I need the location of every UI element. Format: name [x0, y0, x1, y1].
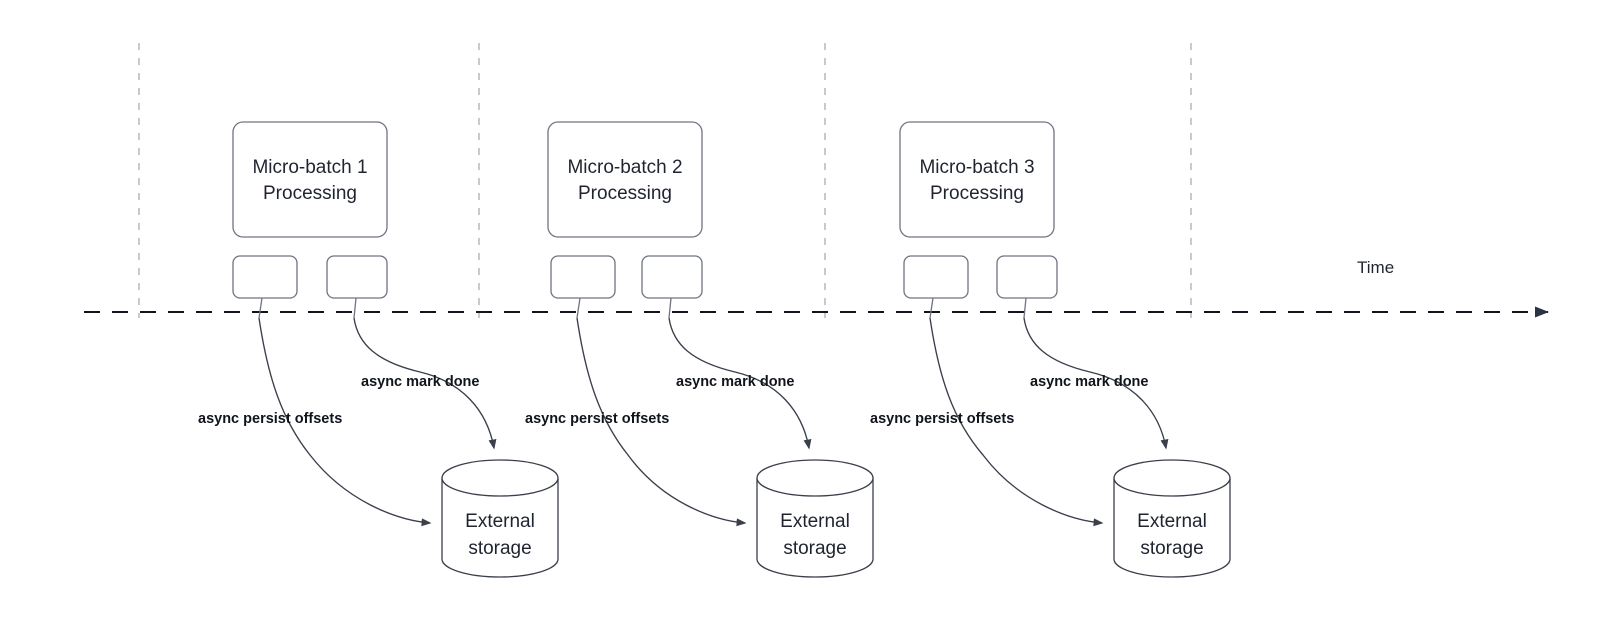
external-storage-3-top: [1113, 459, 1231, 497]
async-mark-done-arrow-2: [668, 317, 812, 450]
task-3b-stem: [1023, 297, 1027, 319]
task-2a-stem: [576, 297, 581, 319]
micro-batch-1-box[interactable]: [232, 121, 388, 238]
micro-batch-group-1: Micro-batch 1 Processing async persist o…: [198, 121, 559, 578]
external-storage-1-label-line2: storage: [468, 538, 531, 559]
micro-batch-1-label-line2: Processing: [263, 183, 357, 204]
async-persist-offsets-label-3: async persist offsets: [870, 411, 1014, 427]
external-storage-1[interactable]: External storage: [441, 459, 559, 578]
micro-batch-2-box[interactable]: [547, 121, 703, 238]
async-mark-done-label-2: async mark done: [676, 374, 794, 390]
boundary-lines: [138, 43, 1192, 318]
async-mark-done-arrow-3: [1023, 317, 1169, 450]
time-axis-label: Time: [1357, 258, 1394, 277]
async-persist-offsets-arrow-2: [576, 317, 747, 527]
task-box-1a[interactable]: [232, 255, 298, 299]
async-mark-done-arrow-1: [353, 317, 497, 450]
micro-batch-3-label-line1: Micro-batch 3: [919, 157, 1034, 178]
micro-batch-1-label-line1: Micro-batch 1: [252, 157, 367, 178]
external-storage-3[interactable]: External storage: [1113, 459, 1231, 578]
external-storage-2[interactable]: External storage: [756, 459, 874, 578]
micro-batch-2-label-line1: Micro-batch 2: [567, 157, 682, 178]
external-storage-3-label-line2: storage: [1140, 538, 1203, 559]
micro-batch-2-label-line2: Processing: [578, 183, 672, 204]
micro-batch-3-label-line2: Processing: [930, 183, 1024, 204]
task-box-1b[interactable]: [326, 255, 388, 299]
async-mark-done-label-1: async mark done: [361, 374, 479, 390]
task-box-3b[interactable]: [996, 255, 1058, 299]
external-storage-2-label-line1: External: [780, 511, 850, 532]
async-persist-offsets-label-2: async persist offsets: [525, 411, 669, 427]
external-storage-1-body: [441, 477, 559, 578]
micro-batch-group-3: Micro-batch 3 Processing async persist o…: [870, 121, 1231, 578]
external-storage-1-label-line1: External: [465, 511, 535, 532]
external-storage-1-top: [441, 459, 559, 497]
external-storage-2-body: [756, 477, 874, 578]
async-persist-offsets-arrow-3: [929, 317, 1104, 527]
micro-batch-group-2: Micro-batch 2 Processing async persist o…: [525, 121, 874, 578]
external-storage-3-label-line1: External: [1137, 511, 1207, 532]
task-2b-stem: [668, 297, 672, 319]
task-3a-stem: [929, 297, 934, 319]
task-box-3a[interactable]: [903, 255, 969, 299]
async-persist-offsets-label-1: async persist offsets: [198, 411, 342, 427]
external-storage-2-label-line2: storage: [783, 538, 846, 559]
async-persist-offsets-arrow-1: [258, 317, 432, 527]
task-box-2a[interactable]: [550, 255, 616, 299]
task-box-2b[interactable]: [641, 255, 703, 299]
external-storage-2-top: [756, 459, 874, 497]
task-1b-stem: [353, 297, 357, 319]
async-mark-done-label-3: async mark done: [1030, 374, 1148, 390]
external-storage-3-body: [1113, 477, 1231, 578]
task-1a-stem: [258, 297, 263, 319]
micro-batch-3-box[interactable]: [899, 121, 1055, 238]
